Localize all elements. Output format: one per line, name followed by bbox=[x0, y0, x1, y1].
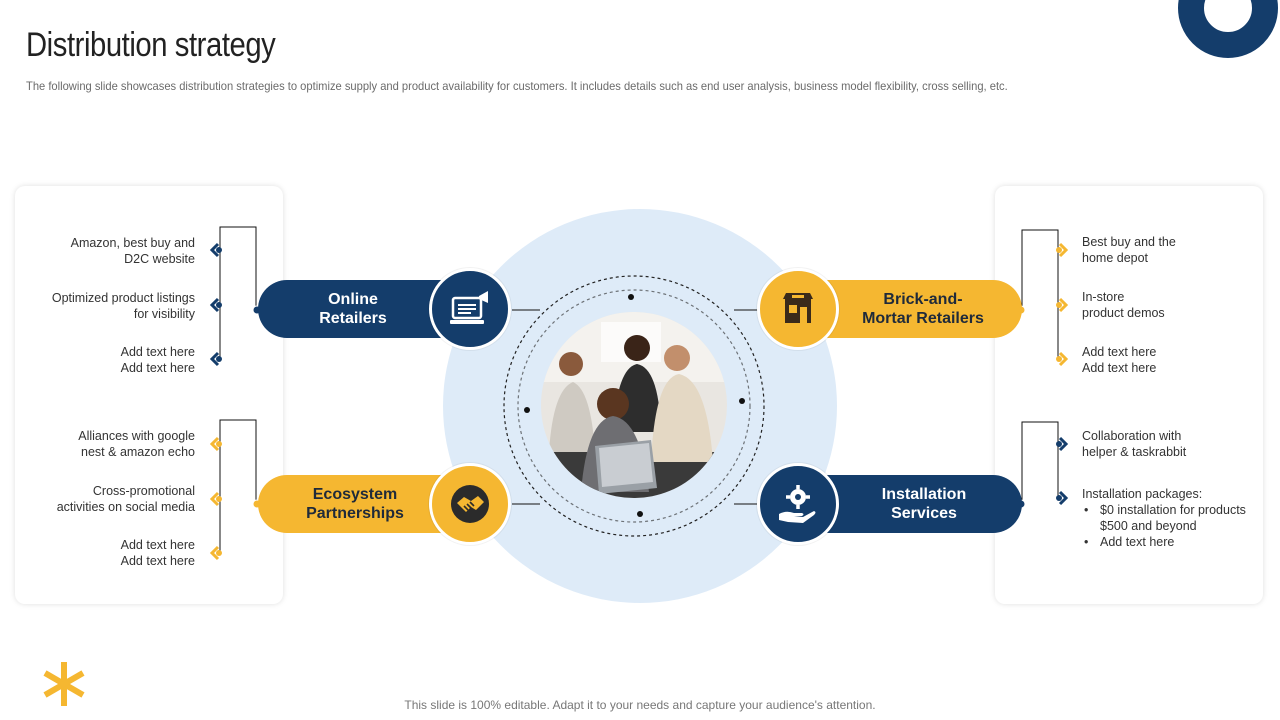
computer-megaphone-icon bbox=[450, 291, 488, 324]
page-title: Distribution strategy bbox=[26, 26, 276, 64]
chevron-left-icon bbox=[209, 491, 222, 507]
installation-point-1: Collaboration with helper & taskrabbit bbox=[1082, 428, 1186, 460]
point-text: helper & taskrabbit bbox=[1082, 445, 1187, 459]
corner-ring-decoration bbox=[1178, 0, 1278, 58]
bullet-text: $0 installation for products bbox=[1100, 503, 1246, 517]
bullet-item: Add text here bbox=[1082, 534, 1246, 550]
point-text: Add text here bbox=[1082, 345, 1157, 359]
chevron-left-icon bbox=[209, 351, 222, 367]
point-text: activities on social media bbox=[56, 500, 195, 514]
installation-icon-circle bbox=[757, 463, 839, 545]
point-text: nest & amazon echo bbox=[81, 445, 195, 459]
chevron-right-icon bbox=[1056, 297, 1069, 313]
point-heading: Installation packages: bbox=[1082, 487, 1203, 501]
point-text: Add text here bbox=[1082, 361, 1157, 375]
point-text: D2C website bbox=[124, 252, 195, 266]
bullet-item: $0 installation for products $500 and bey… bbox=[1082, 502, 1246, 534]
online-retailers-icon-circle bbox=[429, 268, 511, 350]
point-text: for visibility bbox=[133, 307, 195, 321]
point-text: Cross-promotional bbox=[92, 484, 195, 498]
team-photo bbox=[541, 312, 727, 498]
brick-line2: Mortar Retailers bbox=[862, 310, 984, 327]
brick-and-mortar-icon-circle bbox=[757, 268, 839, 350]
left-details-panel bbox=[15, 186, 283, 604]
bullet-list: $0 installation for products $500 and bey… bbox=[1082, 502, 1246, 550]
point-text: Add text here bbox=[120, 345, 195, 359]
point-text: Amazon, best buy and bbox=[70, 236, 195, 250]
point-text: Add text here bbox=[120, 538, 195, 552]
point-text: Collaboration with bbox=[1082, 429, 1182, 443]
ecosystem-point-1: Alliances with google nest & amazon echo bbox=[78, 428, 195, 460]
chevron-right-icon bbox=[1056, 490, 1069, 506]
point-text: home depot bbox=[1082, 251, 1149, 265]
chevron-right-icon bbox=[1056, 242, 1069, 258]
brick-point-1: Best buy and the home depot bbox=[1082, 234, 1176, 266]
online-retailers-line1: Online bbox=[328, 291, 378, 308]
storefront-icon bbox=[783, 293, 813, 323]
chevron-right-icon bbox=[1056, 351, 1069, 367]
installation-point-2: Installation packages: $0 installation f… bbox=[1082, 486, 1246, 550]
point-text: Alliances with google bbox=[78, 429, 195, 443]
bullet-text: Add text here bbox=[1100, 535, 1175, 549]
point-text: Add text here bbox=[120, 554, 195, 568]
brick-point-2: In-store product demos bbox=[1082, 289, 1165, 321]
asterisk-icon bbox=[43, 662, 85, 706]
ecosystem-point-2: Cross-promotional activities on social me… bbox=[57, 483, 195, 515]
footer-note: This slide is 100% editable. Adapt it to… bbox=[404, 698, 876, 712]
handshake-icon bbox=[451, 485, 489, 523]
chevron-left-icon bbox=[209, 545, 222, 561]
ecosystem-icon-circle bbox=[429, 463, 511, 545]
ecosystem-line2: Partnerships bbox=[306, 505, 404, 522]
point-text: Optimized product listings bbox=[51, 291, 195, 305]
installation-line2: Services bbox=[891, 505, 957, 522]
brick-line1: Brick-and- bbox=[883, 291, 963, 308]
installation-line1: Installation bbox=[881, 486, 967, 503]
chevron-right-icon bbox=[1056, 436, 1069, 452]
point-text: product demos bbox=[1082, 306, 1165, 320]
point-text: In-store bbox=[1082, 290, 1125, 304]
bullet-text: $500 and beyond bbox=[1100, 519, 1197, 533]
page-subtitle: The following slide showcases distributi… bbox=[26, 79, 1008, 93]
ecosystem-line1: Ecosystem bbox=[312, 486, 398, 503]
online-retailers-line2: Retailers bbox=[319, 310, 387, 327]
chevron-left-icon bbox=[209, 436, 222, 452]
point-text: Add text here bbox=[120, 361, 195, 375]
chevron-left-icon bbox=[209, 242, 222, 258]
online-point-2: Optimized product listings for visibility bbox=[52, 290, 195, 322]
hand-gear-icon bbox=[779, 485, 816, 523]
chevron-left-icon bbox=[209, 297, 222, 313]
point-text: Best buy and the bbox=[1082, 235, 1176, 249]
